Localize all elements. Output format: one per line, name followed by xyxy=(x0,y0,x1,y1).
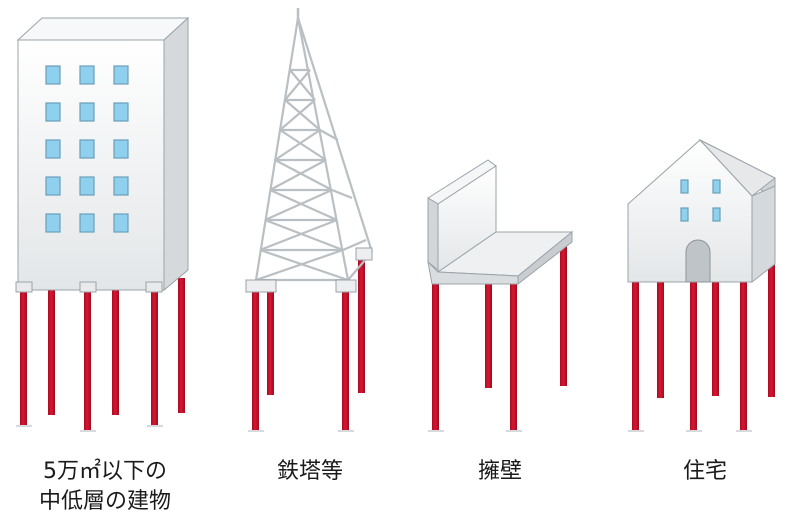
house-icon xyxy=(627,138,776,430)
label-building: 5万㎡以下の 中低層の建物 xyxy=(10,457,200,517)
wall-piles xyxy=(432,244,567,430)
building-piles xyxy=(20,278,185,430)
label-retaining-wall: 擁壁 xyxy=(477,459,522,484)
building-icon xyxy=(15,16,190,430)
tower-piles xyxy=(252,258,365,430)
label-building-line1: 5万㎡以下の xyxy=(43,459,167,484)
steel-tower-icon xyxy=(245,8,374,430)
building-windows xyxy=(45,65,129,233)
label-tower: 鉄塔等 xyxy=(276,459,343,484)
retaining-wall-icon xyxy=(427,159,574,430)
door-icon xyxy=(685,239,711,283)
house-piles xyxy=(632,262,775,430)
ground-marks xyxy=(16,425,752,432)
label-house: 住宅 xyxy=(682,459,727,484)
house-windows xyxy=(680,179,721,222)
label-building-line2: 中低層の建物 xyxy=(38,489,171,514)
